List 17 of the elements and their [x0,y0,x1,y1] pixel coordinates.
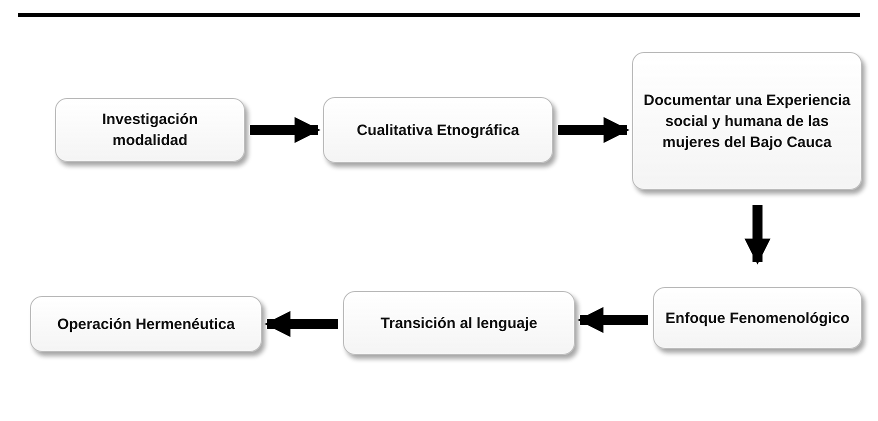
process-box [30,296,262,352]
arrow [577,307,648,333]
process-box [632,52,862,190]
box-label: Transición al lenguaje [380,314,538,334]
arrow [744,205,770,265]
process-box [55,98,245,162]
box-label: Investigación modalidad [101,110,199,151]
process-box [653,287,862,349]
box-label: Documentar una Experiencia social y humana de las mujeres del Bajo Cauca [642,90,852,152]
arrow [250,117,321,143]
box-label: Cualitativa Etnográfica [356,120,520,140]
process-box [343,291,575,355]
process-box [323,97,553,163]
arrow [264,311,338,337]
box-label: Operación Hermenéutica [57,314,235,334]
arrow [558,117,630,143]
box-label: Enfoque Fenomenológico [665,308,850,328]
